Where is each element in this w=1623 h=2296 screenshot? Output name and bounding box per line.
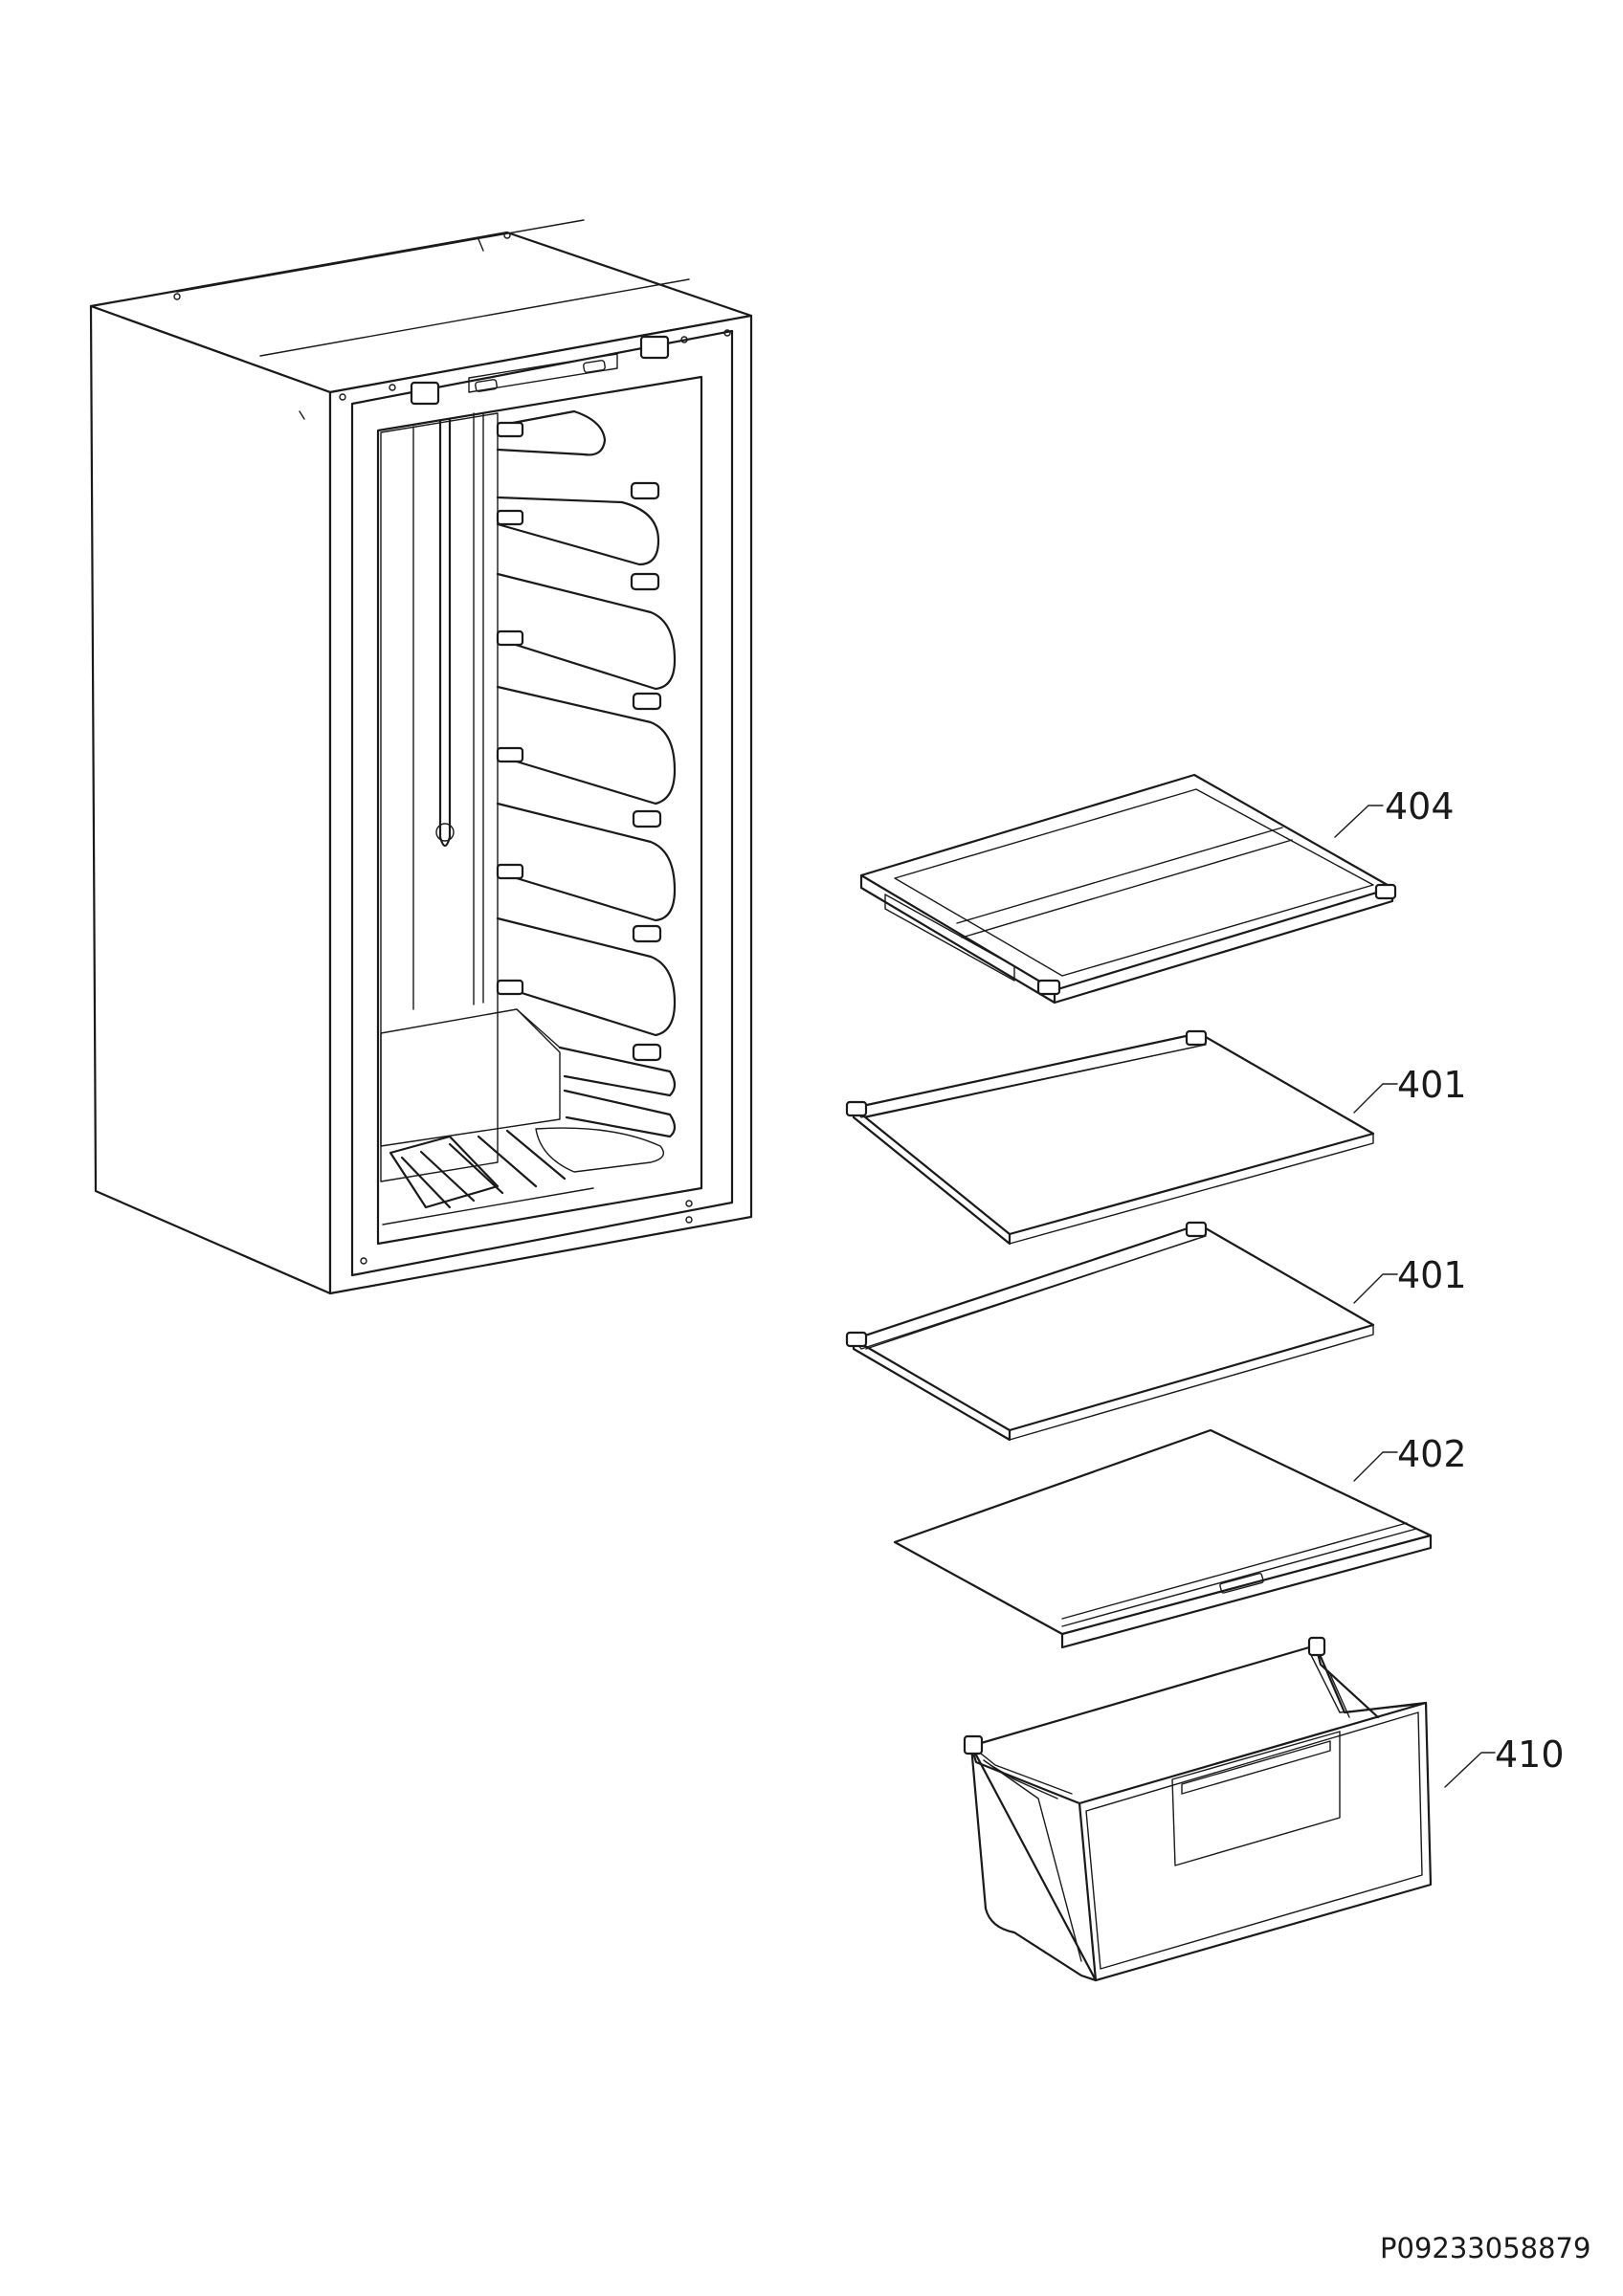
shelf-401-lower xyxy=(845,1221,1375,1442)
callout-401-upper: 401 xyxy=(1353,1064,1467,1114)
callout-label-401-lower: 401 xyxy=(1397,1254,1467,1296)
callout-401-lower: 401 xyxy=(1353,1254,1467,1304)
fridge-cabinet xyxy=(89,219,753,1295)
shelf-rails xyxy=(496,409,677,1062)
callout-402: 402 xyxy=(1353,1433,1467,1482)
drawing-id: P09233058879 xyxy=(1380,2232,1590,2264)
callout-label-402: 402 xyxy=(1397,1433,1467,1475)
shelf-402 xyxy=(893,1428,1433,1649)
shelf-401-upper xyxy=(845,1029,1375,1246)
drawer-410 xyxy=(963,1636,1433,1982)
callout-label-404: 404 xyxy=(1385,785,1455,828)
callout-410: 410 xyxy=(1444,1733,1565,1788)
callout-404: 404 xyxy=(1334,785,1455,838)
top-trim xyxy=(173,232,731,1265)
shelf-404 xyxy=(859,773,1397,1004)
callout-label-401-upper: 401 xyxy=(1397,1064,1467,1106)
crisper-compartment xyxy=(380,1008,677,1225)
callout-label-410: 410 xyxy=(1495,1733,1565,1776)
